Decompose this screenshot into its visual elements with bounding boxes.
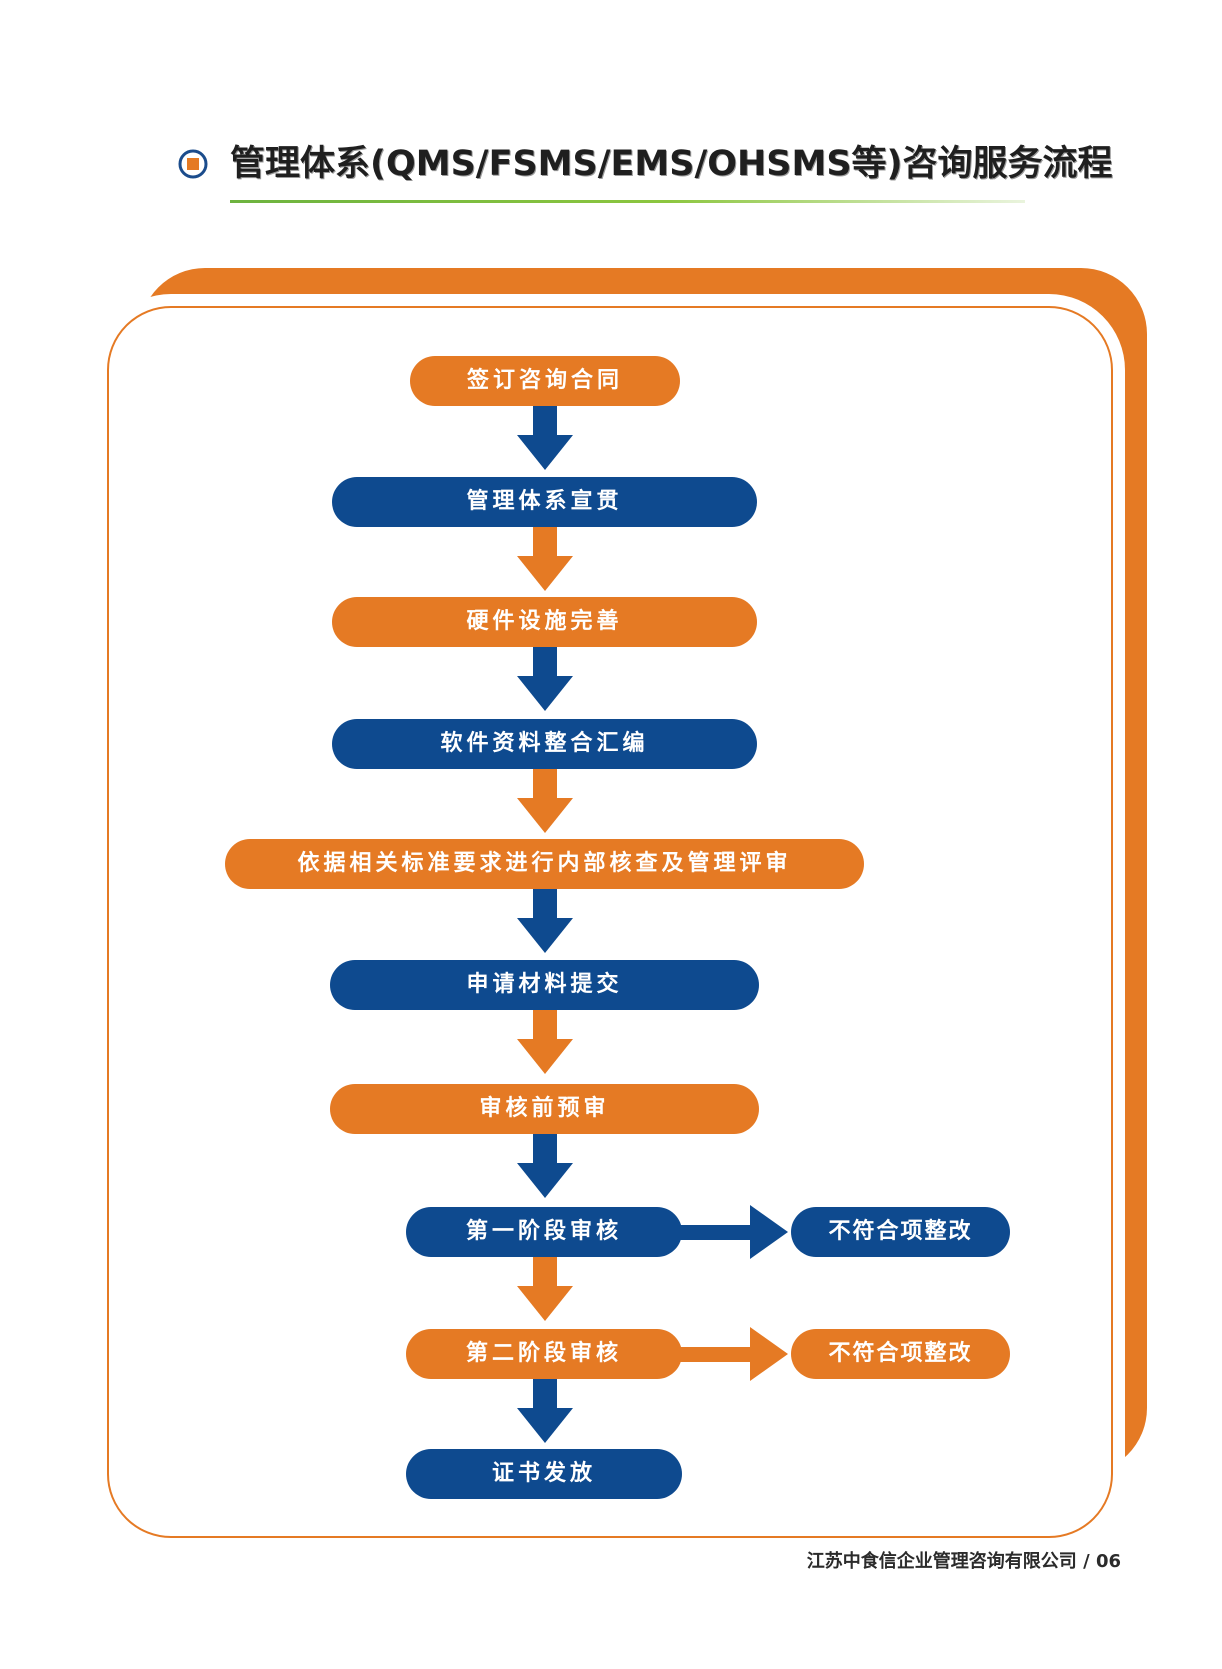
- arrow-down-icon: [517, 889, 573, 953]
- flow-step-certificate-issuance: 证书发放: [406, 1449, 682, 1499]
- page-number: 06: [1095, 1551, 1121, 1572]
- flow-side-step-nonconformity-correction: 不符合项整改: [791, 1207, 1010, 1257]
- flow-step-system-training: 管理体系宣贯: [332, 477, 757, 527]
- arrow-down-icon: [517, 1257, 573, 1321]
- flow-step-hardware-improvement: 硬件设施完善: [332, 597, 757, 647]
- flow-step-sign-contract: 签订咨询合同: [410, 356, 680, 406]
- arrow-down-icon: [517, 769, 573, 833]
- arrow-right-icon: [680, 1327, 788, 1381]
- flow-step-internal-audit-review: 依据相关标准要求进行内部核查及管理评审: [225, 839, 864, 889]
- arrow-down-icon: [517, 1379, 573, 1443]
- footer-separator: /: [1083, 1551, 1090, 1572]
- page-title: 管理体系(QMS/FSMS/EMS/OHSMS等)咨询服务流程: [230, 144, 1113, 184]
- flow-step-stage-one-audit: 第一阶段审核: [406, 1207, 682, 1257]
- flow-step-submit-application: 申请材料提交: [330, 960, 759, 1010]
- arrow-right-icon: [680, 1205, 788, 1259]
- bullet-icon: [178, 149, 208, 179]
- arrow-down-icon: [517, 1010, 573, 1074]
- flow-step-document-compilation: 软件资料整合汇编: [332, 719, 757, 769]
- flow-side-step-nonconformity-correction: 不符合项整改: [791, 1329, 1010, 1379]
- flow-step-pre-audit: 审核前预审: [330, 1084, 759, 1134]
- flow-step-stage-two-audit: 第二阶段审核: [406, 1329, 682, 1379]
- page-footer: 江苏中食信企业管理咨询有限公司 / 06: [807, 1550, 1121, 1574]
- arrow-down-icon: [517, 647, 573, 711]
- footer-company: 江苏中食信企业管理咨询有限公司: [806, 1551, 1077, 1572]
- arrow-down-icon: [517, 406, 573, 470]
- arrow-down-icon: [517, 1134, 573, 1198]
- arrow-down-icon: [517, 527, 573, 591]
- title-underline: [230, 200, 1025, 203]
